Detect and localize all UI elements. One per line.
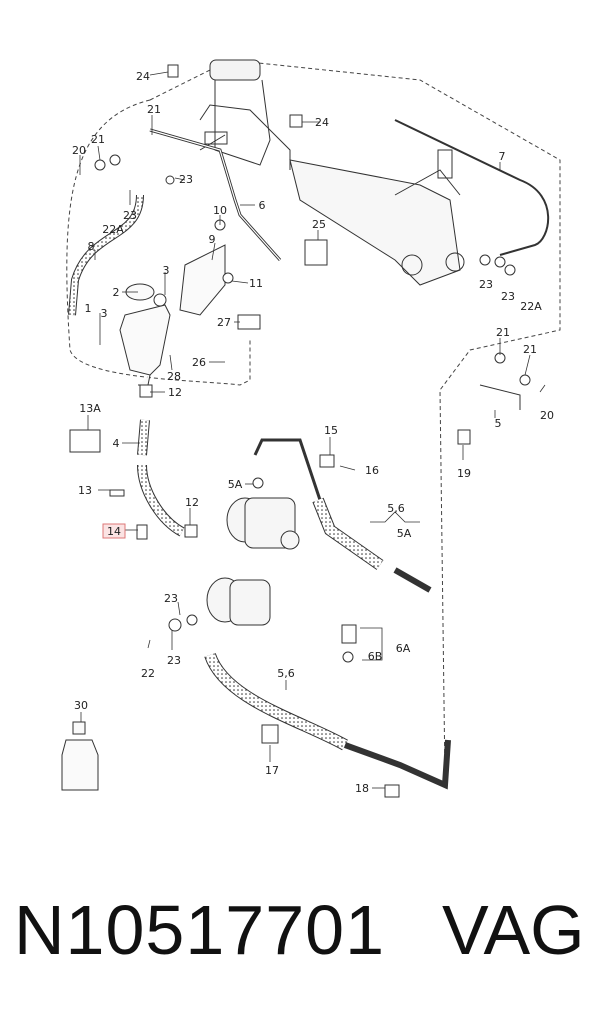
part-label: 21 bbox=[91, 133, 105, 146]
part-label: 17 bbox=[265, 764, 279, 777]
pump bbox=[206, 497, 300, 626]
bracket bbox=[179, 244, 226, 316]
part-label: 23 bbox=[179, 173, 193, 186]
part-label: 5A bbox=[397, 527, 412, 540]
part-label: 19 bbox=[457, 467, 471, 480]
part-label: 10 bbox=[213, 204, 227, 217]
part-label: 21 bbox=[523, 343, 537, 356]
part-label: 23 bbox=[123, 209, 137, 222]
part-label: 23 bbox=[167, 654, 181, 667]
part-label: 23 bbox=[164, 592, 178, 605]
part-label: 22 bbox=[141, 667, 155, 680]
small-parts bbox=[69, 64, 531, 798]
part-label: 22A bbox=[520, 300, 542, 313]
steering-rack bbox=[199, 59, 465, 286]
part-label: 9 bbox=[209, 233, 216, 246]
highlighted-label-box bbox=[102, 523, 126, 539]
part-label: 6A bbox=[396, 642, 411, 655]
part-label: 23 bbox=[479, 278, 493, 291]
brand-name: VAG bbox=[442, 891, 585, 969]
part-label: 20 bbox=[72, 144, 86, 157]
part-label: 6 bbox=[259, 199, 266, 212]
part-label: 12 bbox=[168, 386, 182, 399]
part-label: 13A bbox=[79, 402, 101, 415]
part-label: 24 bbox=[136, 70, 150, 83]
part-label: 16 bbox=[365, 464, 379, 477]
part-label: 12 bbox=[185, 496, 199, 509]
part-label: 26 bbox=[192, 356, 206, 369]
part-label: 13 bbox=[78, 484, 92, 497]
dashed-outline bbox=[66, 59, 561, 781]
part-label: 5,6 bbox=[387, 502, 405, 515]
part-label: 3 bbox=[101, 307, 108, 320]
part-label: 5A bbox=[228, 478, 243, 491]
part-label: 22A bbox=[102, 223, 124, 236]
part-label: 28 bbox=[167, 370, 181, 383]
part-label: 4 bbox=[113, 437, 120, 450]
part-label: 18 bbox=[355, 782, 369, 795]
oil-bottle bbox=[61, 721, 99, 791]
part-label: 11 bbox=[249, 277, 263, 290]
power-steering-exploded-diagram: 24 21 24 21 20 23 7 22A 23 6 10 25 8 9 3… bbox=[61, 59, 561, 798]
part-label: 5 bbox=[495, 417, 502, 430]
part-label: 6B bbox=[368, 650, 383, 663]
part-label: 25 bbox=[312, 218, 326, 231]
part-label: 8 bbox=[88, 240, 95, 253]
part-label-highlighted: 14 bbox=[107, 525, 121, 538]
part-label: 24 bbox=[315, 116, 329, 129]
part-label: 21 bbox=[496, 326, 510, 339]
part-label: 20 bbox=[540, 409, 554, 422]
part-label: 5,6 bbox=[277, 667, 295, 680]
part-labels: 24 21 24 21 20 23 7 22A 23 6 10 25 8 9 3… bbox=[72, 70, 554, 795]
return-line bbox=[394, 119, 550, 256]
part-number: N10517701 bbox=[14, 891, 385, 969]
part-label: 2 bbox=[113, 286, 120, 299]
part-label: 7 bbox=[499, 150, 506, 163]
part-label: 27 bbox=[217, 316, 231, 329]
part-label: 15 bbox=[324, 424, 338, 437]
part-label: 3 bbox=[163, 264, 170, 277]
leader-lines bbox=[79, 71, 546, 789]
part-label: 1 bbox=[85, 302, 92, 315]
part-label: 23 bbox=[501, 290, 515, 303]
part-label: 21 bbox=[147, 103, 161, 116]
part-label: 30 bbox=[74, 699, 88, 712]
